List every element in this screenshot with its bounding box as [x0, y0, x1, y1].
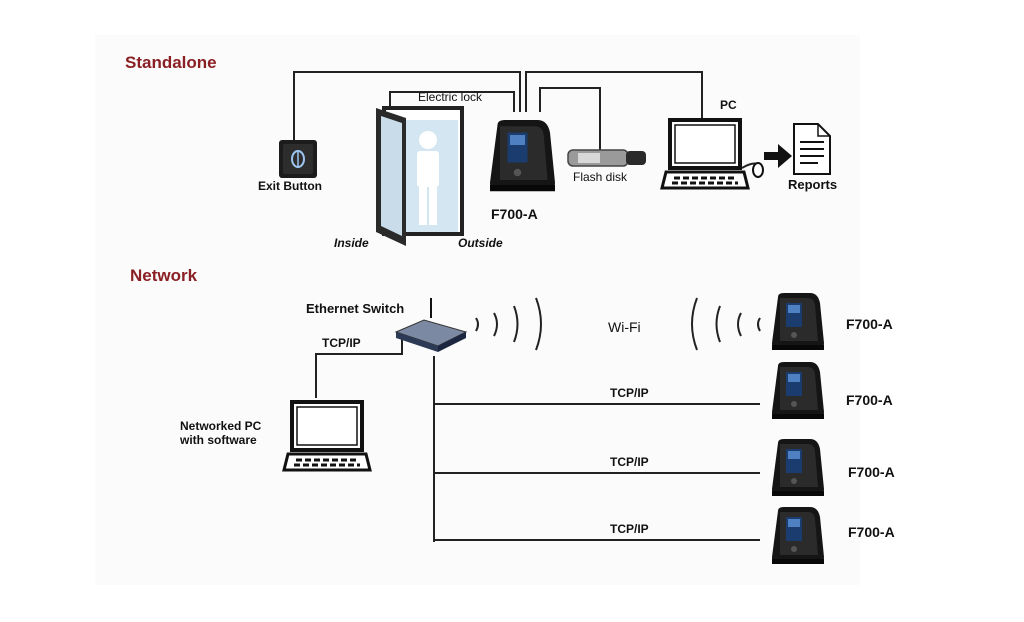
door-icon	[376, 106, 464, 246]
networked-pc-label-line1: Networked PC	[180, 419, 262, 433]
standalone-section-title: Standalone	[125, 53, 217, 72]
electric-lock-label: Electric lock	[418, 90, 483, 104]
inside-label: Inside	[334, 236, 369, 250]
tcpip-link-label-4: TCP/IP	[610, 522, 649, 536]
network-device-label-3: F700-A	[848, 464, 895, 480]
flash-disk-icon	[567, 149, 646, 167]
f700a-network-icon-2	[772, 362, 824, 419]
flash-disk-label: Flash disk	[573, 170, 628, 184]
pc-icon	[660, 118, 750, 190]
wifi-waves-right	[691, 297, 761, 351]
network-section-title: Network	[130, 266, 198, 285]
wifi-label: Wi-Fi	[608, 319, 641, 335]
f700a-network-icon-3	[772, 439, 824, 496]
tcpip-link-label-3: TCP/IP	[610, 455, 649, 469]
reports-label: Reports	[788, 177, 838, 192]
reports-icon	[793, 123, 831, 175]
ethernet-switch-icon	[394, 298, 468, 352]
network-device-label-4: F700-A	[848, 524, 895, 540]
ethernet-switch-label: Ethernet Switch	[306, 301, 405, 316]
wifi-waves-left	[475, 297, 542, 351]
f700a-standalone-icon	[490, 120, 555, 192]
f700a-network-icon-1	[772, 293, 824, 350]
outside-label: Outside	[458, 236, 503, 250]
tcpip-link-label-2: TCP/IP	[610, 386, 649, 400]
network-device-label-1: F700-A	[846, 316, 893, 332]
arrow-right-icon	[764, 144, 792, 168]
pc-tcpip-label: TCP/IP	[322, 336, 361, 350]
exit-button-label: Exit Button	[258, 179, 322, 193]
network-device-label-2: F700-A	[846, 392, 893, 408]
standalone-device-label: F700-A	[491, 206, 538, 222]
networked-pc-label-line2: with software	[180, 433, 257, 447]
f700a-network-icon-4	[772, 507, 824, 564]
pc-label: PC	[720, 98, 737, 112]
networked-pc-icon	[282, 400, 372, 472]
mouse-icon	[752, 162, 764, 178]
exit-button-icon	[279, 140, 317, 178]
